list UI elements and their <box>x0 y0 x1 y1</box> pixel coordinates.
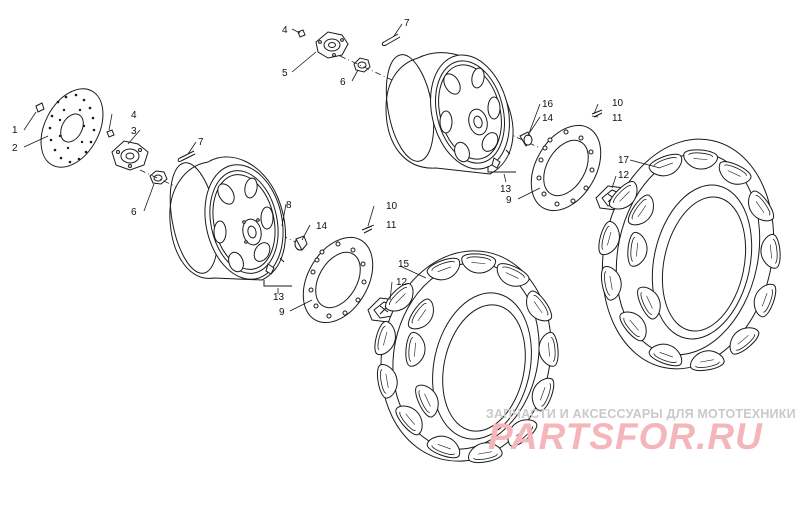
callout-17: 17 <box>618 155 630 166</box>
callout-7: 7 <box>404 18 410 29</box>
leader-lines <box>23 23 661 312</box>
watermark: ЗАПЧАСТИ И АКСЕССУАРЫ ДЛЯ МОТОТЕХНИКИ PA… <box>486 407 796 457</box>
callout-3: 3 <box>131 126 137 137</box>
callout-1: 1 <box>12 125 18 136</box>
watermark-tagline: ЗАПЧАСТИ И АКСЕССУАРЫ ДЛЯ МОТОТЕХНИКИ <box>486 407 796 421</box>
valve-stem <box>487 149 516 173</box>
callout-7: 7 <box>198 137 204 148</box>
callout-4: 4 <box>282 25 288 36</box>
callout-9: 9 <box>506 195 512 206</box>
callout-6: 6 <box>340 77 346 88</box>
wheel-hub <box>297 29 349 59</box>
callout-12: 12 <box>618 170 630 181</box>
axle-nut <box>149 170 168 185</box>
front-left-assembly <box>35 88 401 324</box>
valve-stem <box>263 257 292 287</box>
callout-11: 11 <box>612 113 623 124</box>
callout-13: 13 <box>273 292 285 303</box>
watermark-logo: PARTSFOR.RU <box>488 416 763 457</box>
callout-6: 6 <box>131 207 137 218</box>
rim <box>385 52 533 175</box>
callout-11: 11 <box>386 220 397 231</box>
callout-12: 12 <box>396 277 408 288</box>
callout-15: 15 <box>398 259 410 270</box>
callout-8: 8 <box>286 200 292 211</box>
wheel-hub <box>106 129 149 171</box>
rear-right-assembly <box>297 29 629 212</box>
axle-nut <box>353 57 371 73</box>
callout-14: 14 <box>316 221 328 232</box>
tire-front <box>371 250 560 466</box>
callout-14: 14 <box>542 113 554 124</box>
callout-9: 9 <box>279 307 285 318</box>
rim <box>169 156 308 281</box>
callout-10: 10 <box>386 201 398 212</box>
callout-13: 13 <box>500 184 512 195</box>
callout-16: 16 <box>542 99 554 110</box>
callout-5: 5 <box>282 68 288 79</box>
brake-disc <box>35 88 104 168</box>
beadlock-ring <box>302 225 374 324</box>
callout-4: 4 <box>131 110 137 121</box>
callout-labels: 1 2 3 4 6 7 8 14 10 11 12 9 13 15 4 5 6 … <box>12 18 630 318</box>
tire-rear <box>595 138 782 374</box>
callout-10: 10 <box>612 98 624 109</box>
callout-2: 2 <box>12 143 18 154</box>
beadlock-ring <box>530 109 603 212</box>
